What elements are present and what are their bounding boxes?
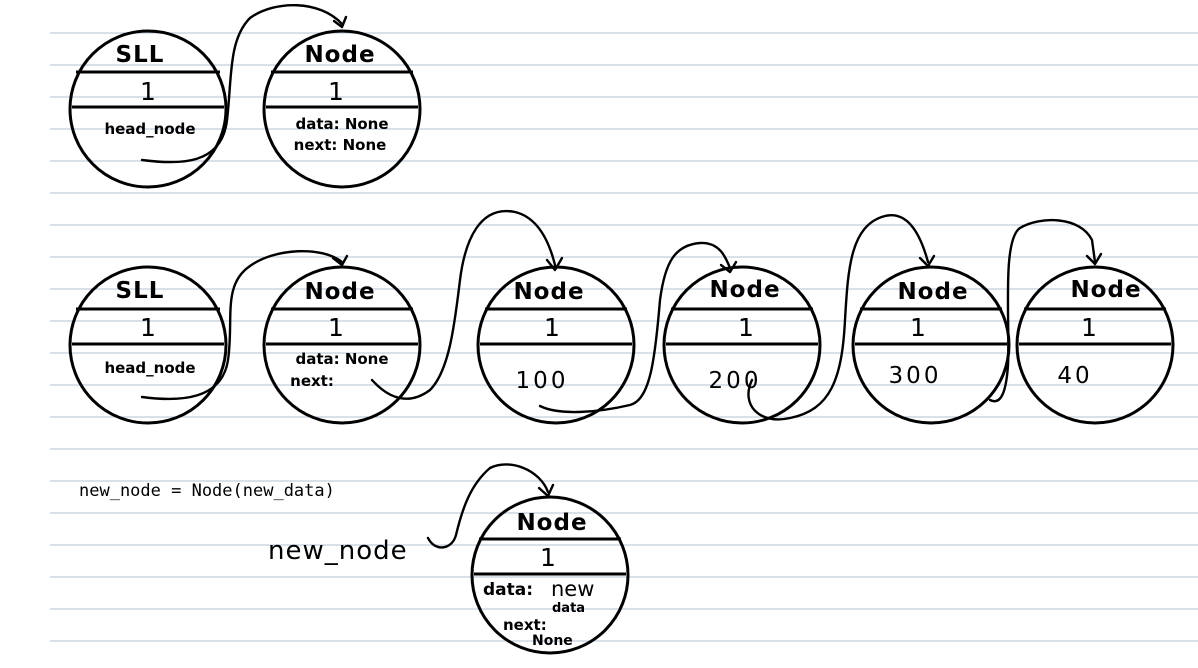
node-title: Node (709, 277, 780, 303)
node-object: Node 1 300 (851, 265, 1011, 425)
sll-head-field: head_node (104, 359, 195, 377)
sll-head-field: head_node (104, 120, 195, 138)
node-object: Node 1 40 (1015, 265, 1175, 425)
node-count: 1 (544, 313, 560, 342)
node-value: 100 (516, 368, 569, 394)
node-title: Node (304, 279, 375, 305)
head-pointer-arrow (140, 3, 348, 164)
node-count: 1 (328, 313, 344, 342)
sll-count: 1 (140, 77, 156, 106)
node-count: 1 (540, 543, 556, 572)
next-pointer-arrow (538, 241, 738, 414)
node-title: Node (513, 279, 584, 305)
ruled-lines (50, 32, 1198, 642)
node-count: 1 (910, 313, 926, 342)
node-count: 1 (738, 313, 754, 342)
node-next-label: next: (503, 616, 547, 634)
node-data-field: data: None (295, 115, 388, 133)
node-title: Node (516, 510, 587, 536)
new-node-pointer-arrow (426, 463, 555, 549)
sll-title: SLL (116, 42, 165, 68)
node-data-field: data: None (295, 350, 388, 368)
node-data-value-line2: data (552, 601, 585, 616)
node-object: Node 1 data: None next: (262, 265, 422, 425)
sll-object: SLL 1 head_node (68, 265, 228, 425)
node-value: 40 (1057, 363, 1092, 389)
node-data-value: new (551, 577, 594, 601)
sll-object: SLL 1 head_node (68, 29, 228, 189)
new-node-object: Node 1 data: new data next: None (470, 495, 630, 655)
node-next-field: next: None (294, 136, 387, 154)
node-title: Node (304, 42, 375, 68)
sll-title: SLL (116, 278, 165, 304)
row-1: SLL 1 head_node Node 1 data: None next: … (68, 3, 422, 189)
node-title: Node (897, 279, 968, 305)
node-count: 1 (1081, 313, 1097, 342)
next-pointer-arrow (988, 218, 1103, 403)
sll-count: 1 (140, 313, 156, 342)
next-pointer-arrow (747, 214, 936, 421)
node-next-field: next: (290, 372, 334, 390)
head-pointer-arrow (140, 249, 349, 401)
node-next-value: None (532, 633, 573, 649)
node-data-label: data: (483, 580, 533, 600)
node-value: 200 (709, 368, 762, 394)
node-object: Node 1 data: None next: None (262, 29, 422, 189)
node-object: Node 1 200 (662, 265, 822, 425)
code-line: new_node = Node(new_data) (79, 481, 335, 501)
node-title: Node (1070, 277, 1141, 303)
node-value: 300 (889, 363, 942, 389)
next-pointer-arrow (370, 209, 564, 400)
node-count: 1 (328, 77, 344, 106)
new-node-variable-label: new_node (268, 536, 408, 566)
node-object: Node 1 100 (476, 265, 636, 425)
row-3: new_node = Node(new_data) new_node Node … (79, 463, 630, 655)
row-2: SLL 1 head_node Node 1 data: None next: … (68, 209, 1175, 425)
